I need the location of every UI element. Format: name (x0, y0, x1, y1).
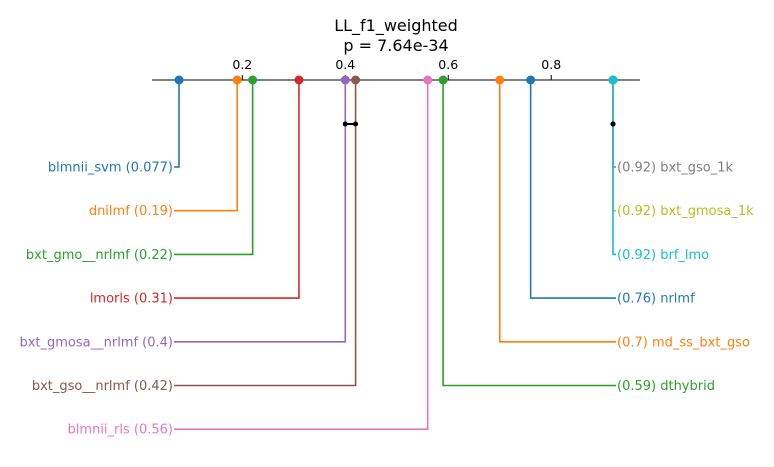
method-label: (0.92) brf_lmo (617, 248, 709, 263)
method-label: (0.76) nrlmf (617, 292, 695, 307)
axis-tick-label: 0.6 (438, 57, 458, 72)
method-connector (174, 80, 238, 212)
method-label: dnilmf (0.19) (89, 204, 173, 219)
method-marker (423, 75, 433, 85)
method-connector (442, 80, 616, 387)
method-marker (608, 75, 618, 85)
method-marker (232, 75, 242, 85)
method-connector (498, 80, 616, 343)
method-marker (351, 75, 361, 85)
clique-endpoint (353, 121, 359, 127)
method-connector (174, 80, 300, 299)
method-connector (174, 80, 357, 387)
method-label: (0.92) bxt_gmosa_1k (617, 204, 754, 219)
method-label: bxt_gso__nrlmf (0.42) (32, 379, 173, 394)
method-marker (526, 75, 536, 85)
method-connector (529, 80, 616, 299)
method-marker (340, 75, 350, 85)
method-connector (174, 80, 429, 431)
clique-endpoint (342, 121, 348, 127)
method-label: blmnii_rls (0.56) (68, 423, 173, 438)
method-marker (438, 75, 448, 85)
axis-tick-label: 0.8 (541, 57, 561, 72)
clique-endpoint (610, 121, 616, 127)
method-label: blmnii_svm (0.077) (48, 161, 173, 176)
axis-tick-label: 0.2 (232, 57, 252, 72)
method-marker (248, 75, 258, 85)
method-label: (0.59) dthybrid (617, 379, 715, 394)
method-marker (495, 75, 505, 85)
method-marker (294, 75, 304, 85)
method-label: (0.92) bxt_gso_1k (617, 161, 734, 176)
method-label: bxt_gmo__nrlmf (0.22) (26, 248, 173, 263)
method-connector (174, 80, 347, 343)
method-label: (0.7) md_ss_bxt_gso (617, 335, 750, 350)
method-connector (612, 80, 616, 256)
method-connector (174, 80, 180, 168)
method-label: bxt_gmosa__nrlmf (0.4) (19, 335, 173, 350)
chart-subtitle: p = 7.64e-34 (343, 36, 448, 55)
method-label: lmorls (0.31) (90, 292, 173, 307)
method-marker (174, 75, 184, 85)
chart-title: LL_f1_weighted (334, 16, 458, 36)
axis-tick-label: 0.4 (335, 57, 355, 72)
method-connector (174, 80, 254, 256)
